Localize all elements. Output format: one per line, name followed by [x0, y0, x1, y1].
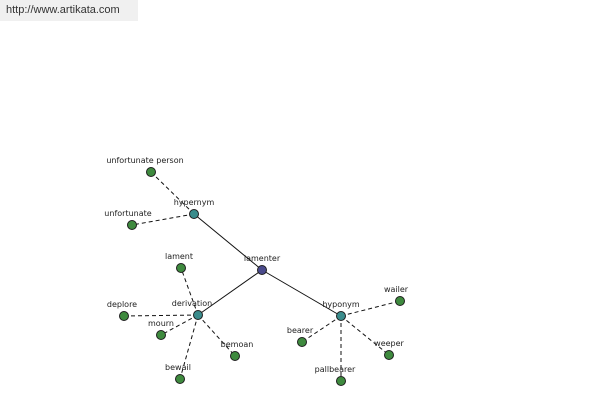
node-dot-wailer[interactable] [395, 296, 405, 306]
node-label-deplore[interactable]: deplore [107, 300, 137, 309]
source-url-watermark[interactable]: http://www.artikata.com [0, 0, 138, 21]
edge-hypernym-unfortunate [131, 213, 195, 226]
nodes-layer: lamenter hypernym derivation hyponym unfortu… [104, 156, 409, 386]
edge-lamenter-hypernym [193, 213, 263, 271]
node-bemoan[interactable]: bemoan [221, 340, 254, 361]
node-unfortunate[interactable]: unfortunate [104, 209, 152, 230]
node-derivation[interactable]: derivation [172, 299, 212, 320]
node-deplore[interactable]: deplore [107, 300, 137, 321]
node-dot-bewail[interactable] [175, 374, 185, 384]
node-label-lamenter[interactable]: lamenter [244, 254, 281, 263]
node-label-bewail[interactable]: bewail [165, 363, 191, 372]
edge-hyponym-weeper [340, 315, 390, 356]
node-dot-mourn[interactable] [156, 330, 166, 340]
node-dot-derivation[interactable] [193, 310, 203, 320]
node-dot-deplore[interactable] [119, 311, 129, 321]
node-dot-bearer[interactable] [297, 337, 307, 347]
node-label-hyponym[interactable]: hyponym [322, 300, 360, 309]
node-bewail[interactable]: bewail [165, 363, 191, 384]
edge-derivation-bemoan [197, 314, 236, 357]
edge-hyponym-wailer [340, 300, 401, 317]
edge-derivation-mourn [160, 314, 199, 336]
node-label-bemoan[interactable]: bemoan [221, 340, 254, 349]
node-label-derivation[interactable]: derivation [172, 299, 212, 308]
node-dot-bemoan[interactable] [230, 351, 240, 361]
edge-hyponym-bearer [301, 315, 342, 343]
node-dot-weeper[interactable] [384, 350, 394, 360]
edge-derivation-lament [180, 267, 199, 316]
node-wailer[interactable]: wailer [384, 285, 409, 306]
node-dot-unfortunate-person[interactable] [146, 167, 156, 177]
node-dot-lament[interactable] [176, 263, 186, 273]
node-label-hypernym[interactable]: hypernym [174, 198, 215, 207]
node-dot-unfortunate[interactable] [127, 220, 137, 230]
node-dot-pallbearer[interactable] [336, 376, 346, 386]
node-pallbearer[interactable]: pallbearer [315, 365, 356, 386]
node-label-wailer[interactable]: wailer [384, 285, 409, 294]
node-label-pallbearer[interactable]: pallbearer [315, 365, 356, 374]
edge-lamenter-derivation [197, 269, 263, 316]
edge-lamenter-hyponym [261, 269, 342, 317]
node-bearer[interactable]: bearer [287, 326, 314, 347]
node-label-lament[interactable]: lament [165, 252, 193, 261]
edge-derivation-deplore [123, 314, 199, 317]
node-mourn[interactable]: mourn [148, 319, 174, 340]
node-label-unfortunate[interactable]: unfortunate [104, 209, 151, 218]
node-label-unfortunate-person[interactable]: unfortunate person [106, 156, 183, 165]
node-lament[interactable]: lament [165, 252, 193, 273]
node-hyponym[interactable]: hyponym [322, 300, 360, 321]
node-label-bearer[interactable]: bearer [287, 326, 314, 335]
node-label-mourn[interactable]: mourn [148, 319, 174, 328]
node-dot-hypernym[interactable] [189, 209, 199, 219]
node-unfortunate-person[interactable]: unfortunate person [106, 156, 184, 177]
node-dot-lamenter[interactable] [257, 265, 267, 275]
edge-hypernym-unfortunate-person [150, 171, 195, 215]
node-label-weeper[interactable]: weeper [374, 339, 404, 348]
node-hypernym[interactable]: hypernym [174, 198, 215, 219]
edges-layer [123, 171, 401, 381]
node-lamenter[interactable]: lamenter [244, 254, 281, 275]
node-weeper[interactable]: weeper [374, 339, 405, 360]
node-dot-hyponym[interactable] [336, 311, 346, 321]
